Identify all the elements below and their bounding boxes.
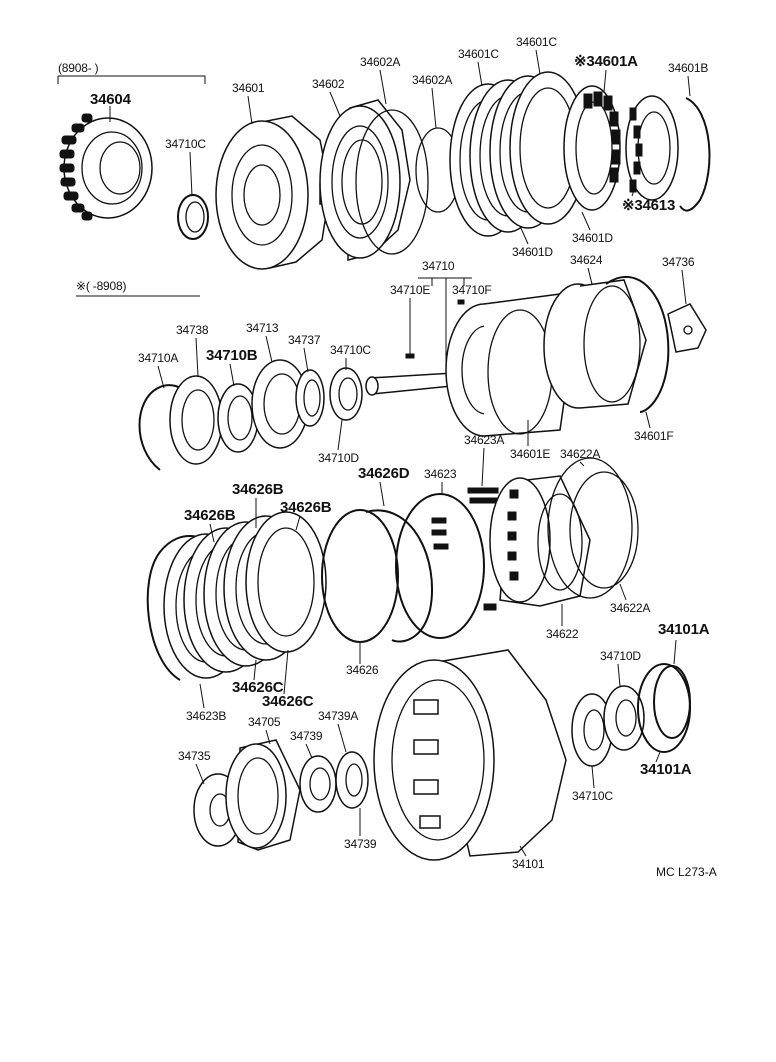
diagram-code: MC L273-A <box>656 865 717 879</box>
label-34101: 34101 <box>512 857 545 871</box>
label-34601D-b: 34601D <box>572 231 613 245</box>
label-34101A-a: 34101A <box>658 621 710 638</box>
label-34710A: 34710A <box>138 351 178 365</box>
part-34710D-bearing <box>603 685 645 751</box>
label-34623: 34623 <box>424 467 457 481</box>
label-34601F: 34601F <box>634 429 674 443</box>
part-34622-piston <box>489 475 591 607</box>
part-34613-spring-pack <box>625 95 679 201</box>
label-34623B: 34623B <box>186 709 226 723</box>
label-34735: 34735 <box>178 749 211 763</box>
label-34602A-b: 34602A <box>412 73 452 87</box>
label-34739A: 34739A <box>318 709 358 723</box>
label-34626B-a: 34626B <box>184 507 236 524</box>
part-34601A-spring-retainer <box>563 85 621 211</box>
part-34604-hub <box>59 113 153 221</box>
label-34626B-c: 34626B <box>280 499 332 516</box>
part-34623-ring <box>395 493 485 639</box>
label-34710: 34710 <box>422 259 455 273</box>
label-34101A-b: 34101A <box>640 761 692 778</box>
label-34601D-a: 34601D <box>512 245 553 259</box>
part-34626B-34626C-plates <box>146 511 327 681</box>
label-34601A: ※34601A <box>574 53 638 70</box>
part-34601-drum <box>215 115 331 270</box>
label-34601C-b: 34601C <box>516 35 557 49</box>
part-34602A-oring-a <box>355 109 429 255</box>
part-34623A-springs <box>467 487 501 611</box>
label-34624: 34624 <box>570 253 603 267</box>
part-34739-bearing <box>299 755 337 813</box>
part-34601F-snap-ring <box>605 276 670 413</box>
part-34601C-34601D-plates <box>449 71 587 237</box>
label-34737: 34737 <box>288 333 321 347</box>
label-34626C-b: 34626C <box>262 693 314 710</box>
part-34710B-bearing <box>217 383 259 453</box>
label-34601: 34601 <box>232 81 265 95</box>
label-34626: 34626 <box>346 663 379 677</box>
label-34739-a: 34739 <box>290 729 323 743</box>
label-34710D-b: 34710D <box>600 649 641 663</box>
label-34710C-a: 34710C <box>165 137 206 151</box>
label-34710C-b: 34710C <box>330 343 371 357</box>
label-34622A-b: 34622A <box>610 601 650 615</box>
label-34626D: 34626D <box>358 465 410 482</box>
part-34626D-snap-ring <box>365 509 433 643</box>
label-34626C-a: 34626C <box>232 679 284 696</box>
part-34626-ring <box>321 509 399 643</box>
label-34613: ※34613 <box>622 197 675 214</box>
label-34710F: 34710F <box>452 283 492 297</box>
label-34601C-a: 34601C <box>458 47 499 61</box>
label-34602: 34602 <box>312 77 345 91</box>
part-34710C-34710D-bearing <box>329 367 363 421</box>
label-34601E: 34601E <box>510 447 550 461</box>
label-34602A-a: 34602A <box>360 55 400 69</box>
part-34710C-ring <box>177 194 209 240</box>
part-34101-case <box>373 649 567 861</box>
part-34624-drum <box>543 279 647 409</box>
part-34602-piston <box>319 99 411 261</box>
part-34601B-snap-ring <box>679 97 711 212</box>
label-34738: 34738 <box>176 323 209 337</box>
label-34710C-c: 34710C <box>572 789 613 803</box>
part-34101A-oring-a <box>637 663 691 753</box>
label-34739-b: 34739 <box>344 837 377 851</box>
part-34737-race <box>295 369 325 427</box>
label-34601B: 34601B <box>668 61 708 75</box>
date-range-to: ※( -8908) <box>76 279 126 293</box>
label-34710D-a: 34710D <box>318 451 359 465</box>
date-range-from: (8908- ) <box>58 61 99 75</box>
label-34626B-b: 34626B <box>232 481 284 498</box>
label-34622A-a: 34622A <box>560 447 600 461</box>
label-34713: 34713 <box>246 321 279 335</box>
part-34622A-oring-a <box>547 457 633 599</box>
part-34738-hub <box>169 375 223 465</box>
label-34623A: 34623A <box>464 433 504 447</box>
part-34622A-oring-b <box>569 471 639 589</box>
part-34736-tab-washer <box>667 303 707 353</box>
label-34710E: 34710E <box>390 283 430 297</box>
date-bracket-top <box>57 75 206 84</box>
label-34622: 34622 <box>546 627 579 641</box>
part-34739A-race <box>335 751 369 809</box>
label-34736: 34736 <box>662 255 695 269</box>
part-34101A-oring-b <box>653 665 691 739</box>
part-34705-gear <box>225 739 301 851</box>
label-34705: 34705 <box>248 715 281 729</box>
label-34710B: 34710B <box>206 347 258 364</box>
label-34604: 34604 <box>90 91 132 108</box>
